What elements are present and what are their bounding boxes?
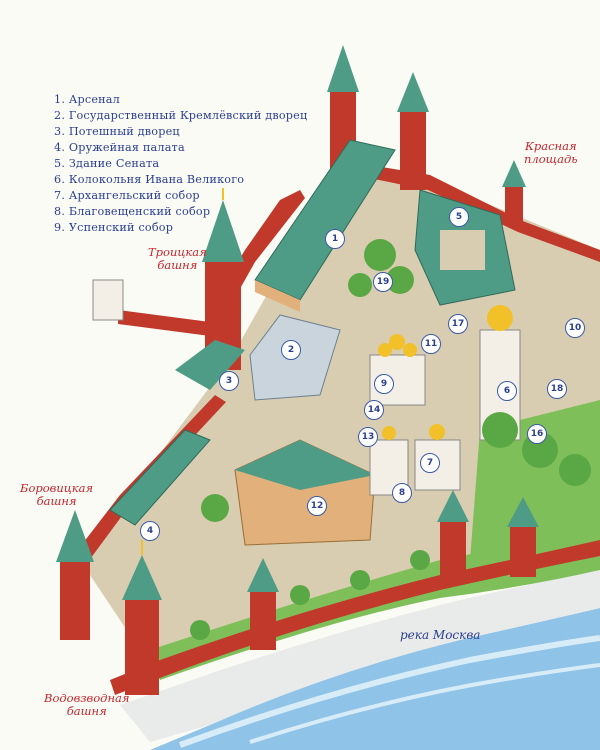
river-highlight <box>249 663 600 744</box>
red-square-label: Красная площадь <box>524 139 578 166</box>
marker-16: 16 <box>527 424 547 444</box>
corner-tower <box>502 160 526 225</box>
armoury-building <box>109 429 211 526</box>
marker-17: 17 <box>448 314 468 334</box>
kremlin-wall-northeast <box>340 160 600 262</box>
borovitskaya-tower-label: Боровицкая башня <box>20 481 94 508</box>
marker-18: 18 <box>547 379 567 399</box>
river-tower <box>247 558 279 650</box>
vodovzvodnaya-tower-label: Водовзводная башня <box>44 691 130 718</box>
kremlin-wall-south <box>110 540 600 695</box>
marker-4: 4 <box>140 521 160 541</box>
legend-item: 6. Колокольня Ивана Великого <box>54 173 245 186</box>
grand-palace-roof <box>235 440 375 490</box>
assumption-cathedral <box>369 334 426 406</box>
marker-3: 3 <box>219 371 239 391</box>
legend-item: 9. Успенский собор <box>54 221 174 234</box>
legend-item: 8. Благовещенский собор <box>54 205 211 218</box>
marker-1: 1 <box>325 229 345 249</box>
legend-item: 3. Потешный дворец <box>54 125 180 138</box>
legend-item: 1. Арсенал <box>54 93 120 106</box>
river-tower <box>437 490 469 582</box>
legend-item: 7. Архангельский собор <box>54 189 200 202</box>
trees <box>190 239 591 640</box>
legend-item: 5. Здание Сената <box>54 157 160 170</box>
marker-14: 14 <box>364 400 384 420</box>
legend: 1. Арсенал 2. Государственный Кремлёвски… <box>54 92 307 236</box>
moskva-river-label: река Москва <box>400 628 481 642</box>
marker-19: 19 <box>373 272 393 292</box>
legend-item: 2. Государственный Кремлёвский дворец <box>54 109 308 122</box>
vodovzvodnaya-tower <box>122 540 162 695</box>
marker-9: 9 <box>374 374 394 394</box>
marker-13: 13 <box>358 427 378 447</box>
embankment <box>120 570 600 742</box>
marker-10: 10 <box>565 318 585 338</box>
river-highlight <box>178 635 600 748</box>
poteshny-palace <box>175 340 245 390</box>
river-tower <box>507 497 539 577</box>
senate-courtyard <box>440 230 485 270</box>
legend-item: 4. Оружейная палата <box>54 141 185 154</box>
troitskaya-tower-label: Троицкая башня <box>148 245 207 272</box>
arsenal-facade <box>255 280 300 312</box>
marker-2: 2 <box>281 340 301 360</box>
marker-6: 6 <box>497 381 517 401</box>
kutafya-tower <box>92 279 124 321</box>
marker-12: 12 <box>307 496 327 516</box>
borovitskaya-tower <box>56 510 94 640</box>
marker-8: 8 <box>392 483 412 503</box>
marker-11: 11 <box>421 334 441 354</box>
marker-7: 7 <box>420 453 440 473</box>
troitsky-bridge <box>118 310 210 336</box>
spasskaya-tower <box>397 72 429 190</box>
marker-5: 5 <box>449 207 469 227</box>
